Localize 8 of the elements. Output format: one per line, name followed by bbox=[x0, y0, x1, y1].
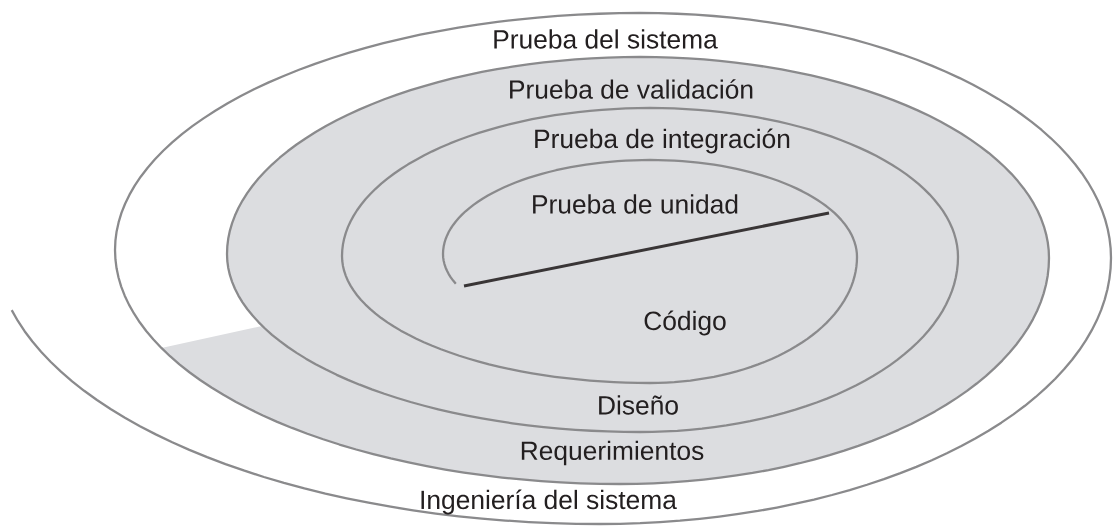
layer-label: Prueba del sistema bbox=[494, 29, 718, 49]
layer-label: Prueba de integración bbox=[535, 128, 790, 154]
layer-label: Prueba de unidad bbox=[533, 194, 738, 214]
layer-label: Ingeniería del sistema bbox=[421, 489, 677, 515]
layer-label: Requerimientos bbox=[521, 440, 704, 466]
layer-label: Diseño bbox=[599, 395, 678, 415]
layer-label: Prueba de validación bbox=[510, 79, 753, 99]
layer-label: Código bbox=[644, 310, 726, 336]
